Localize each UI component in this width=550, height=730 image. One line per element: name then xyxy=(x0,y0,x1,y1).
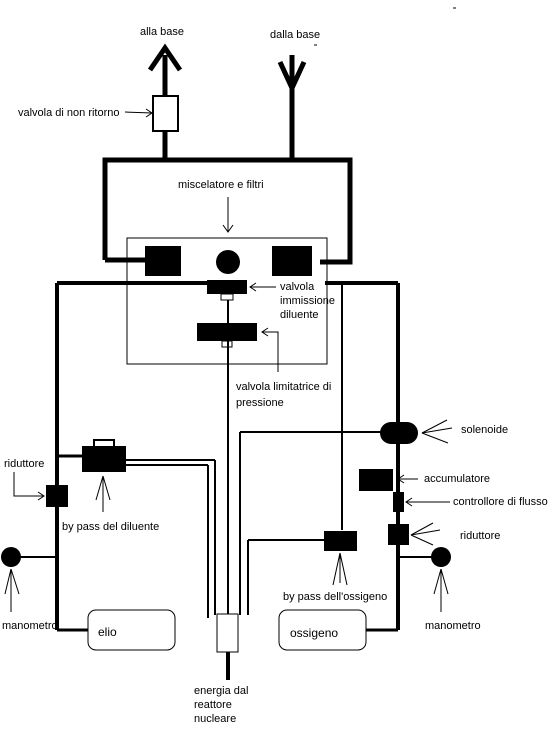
label-energy-3: nucleare xyxy=(194,713,236,725)
helium-tank xyxy=(87,609,176,651)
reducer-right xyxy=(388,524,409,545)
label-solenoid: solenoide xyxy=(461,424,508,436)
mixer-loop-pipe xyxy=(102,157,353,265)
solenoid-pointer xyxy=(421,427,453,434)
label-non-return-valve: valvola di non ritorno xyxy=(18,107,120,119)
label-mixer-filters: miscelatore e filtri xyxy=(178,179,264,191)
flow-controller xyxy=(393,492,404,512)
accumulator xyxy=(359,469,393,491)
label-diluent-valve-2: immissione xyxy=(280,295,335,307)
solenoid xyxy=(380,422,418,444)
label-oxygen-bypass: by pass dell'ossigeno xyxy=(283,591,387,603)
non-return-valve-pointer xyxy=(124,111,153,114)
mixer-right-block xyxy=(272,246,312,276)
manometer-right-gauge xyxy=(431,547,451,567)
label-reducer-right: riduttore xyxy=(460,530,500,542)
label-diluent-bypass: by pass del diluente xyxy=(62,521,159,533)
label-from-base: dalla base xyxy=(270,29,320,41)
oxygen-tank xyxy=(278,609,367,651)
label-helium-tank: elio xyxy=(98,625,117,639)
label-pressure-limiter-1: valvola limitatrice di xyxy=(236,381,331,393)
label-energy-2: reattore xyxy=(194,699,232,711)
label-energy-1: energia dal xyxy=(194,685,248,697)
label-reducer-left: riduttore xyxy=(4,458,44,470)
pressure-limiter-pointer xyxy=(262,331,279,372)
label-accumulator: accumulatore xyxy=(424,473,490,485)
reducer-left xyxy=(46,485,68,507)
reducer-left-pointer xyxy=(13,472,44,497)
label-to-base: alla base xyxy=(140,26,184,38)
diluent-inlet-valve xyxy=(207,280,247,294)
label-diluent-valve-3: diluente xyxy=(280,309,319,321)
non-return-valve xyxy=(152,95,179,132)
label-pressure-limiter-2: pressione xyxy=(236,397,284,409)
label-manometer-left: manometro xyxy=(2,620,58,632)
mixer-filter xyxy=(216,250,240,274)
inlet-pipe-from-base xyxy=(277,55,307,160)
mixer-left-block xyxy=(145,246,181,276)
diluent-bypass-valve xyxy=(82,446,126,472)
label-diluent-valve-1: valvola xyxy=(280,281,315,293)
oxygen-bypass-valve xyxy=(324,531,357,551)
manometer-left-gauge xyxy=(1,547,21,567)
reducer-right-pointer xyxy=(410,529,441,536)
label-flow-controller: controllore di flusso xyxy=(453,496,548,508)
label-oxygen-tank: ossigeno xyxy=(290,626,338,640)
label-manometer-right: manometro xyxy=(425,620,481,632)
energy-unit xyxy=(216,613,239,653)
